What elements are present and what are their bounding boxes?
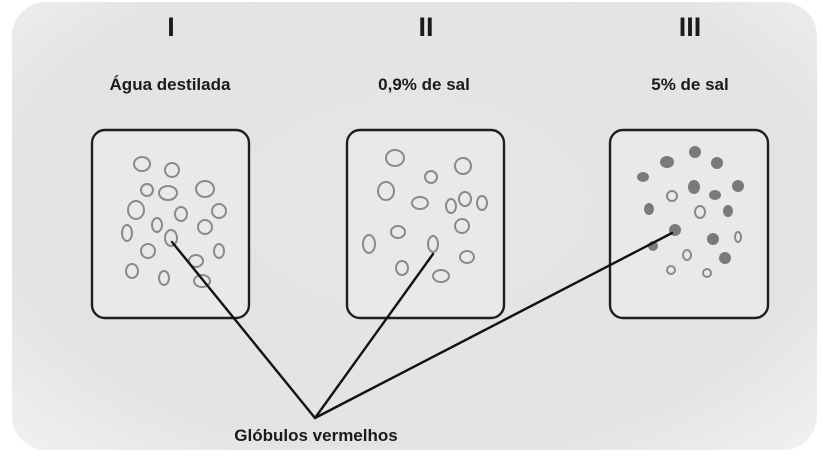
cell-outline — [445, 198, 457, 214]
cell-shrunken — [644, 203, 654, 215]
cell-outline — [193, 274, 211, 288]
cell-outline — [197, 219, 213, 235]
container-5-percent-salt — [608, 128, 770, 320]
cell-shrunken — [688, 180, 700, 194]
pointer-lines — [170, 231, 674, 420]
column-numeral-1: I — [167, 12, 175, 42]
cell-outline — [390, 225, 406, 239]
cell-outline — [454, 218, 470, 234]
cell-outline — [133, 156, 151, 172]
cell-shrunken — [723, 205, 733, 217]
column-label-2: 0,9% de sal — [378, 75, 470, 94]
cell-outline — [213, 243, 225, 259]
cell-outline — [395, 260, 409, 276]
cell-outline — [459, 250, 475, 264]
column-label-3: 5% de sal — [651, 75, 729, 94]
cell-outline — [195, 180, 215, 198]
pointer-line-3 — [313, 231, 674, 420]
cell-outline — [411, 196, 429, 210]
cell-shrunken — [709, 190, 721, 200]
cell-shrunken — [707, 233, 719, 245]
cell-outline — [666, 190, 678, 202]
cell-outline — [158, 270, 170, 286]
cell-outline — [666, 265, 676, 275]
column-numeral-3: III — [679, 12, 702, 42]
cell-outline — [164, 162, 180, 178]
cell-outline — [432, 269, 450, 283]
cell-outline — [164, 229, 178, 247]
cell-outline — [476, 195, 488, 211]
cell-outline — [140, 183, 154, 197]
column-numeral-2: II — [418, 12, 433, 42]
pointer-line-1 — [170, 240, 317, 420]
cell-outline — [158, 185, 178, 201]
cell-outline — [702, 268, 712, 278]
container-0-9-percent-salt — [345, 128, 506, 320]
cells-5-percent-salt — [637, 146, 744, 278]
cell-outline — [454, 157, 472, 175]
cells-0-9-percent-salt — [362, 149, 488, 283]
column-label-1: Água destilada — [110, 75, 231, 94]
cell-outline — [140, 243, 156, 259]
cell-outline — [211, 203, 227, 219]
cell-shrunken — [711, 157, 723, 169]
cell-shrunken — [732, 180, 744, 192]
cell-outline — [427, 235, 439, 253]
cell-shrunken — [689, 146, 701, 158]
cell-shrunken — [719, 252, 731, 264]
cell-outline — [127, 200, 145, 220]
cell-outline — [734, 231, 742, 243]
cell-outline — [151, 217, 163, 233]
cell-outline — [424, 170, 438, 184]
container-distilled-water — [90, 128, 251, 320]
cell-outline — [694, 205, 706, 219]
cell-outline — [362, 234, 376, 254]
pointer-line-2 — [313, 252, 435, 420]
diagram-caption: Glóbulos vermelhos — [234, 426, 397, 445]
cell-outline — [682, 249, 692, 261]
cell-outline — [188, 254, 204, 268]
cell-shrunken — [660, 156, 674, 168]
cell-outline — [385, 149, 405, 167]
cell-outline — [174, 206, 188, 222]
cell-outline — [125, 263, 139, 279]
cell-outline — [458, 191, 472, 207]
cell-outline — [121, 224, 133, 242]
cells-distilled-water — [121, 156, 227, 288]
cell-outline — [377, 181, 395, 201]
cell-shrunken — [637, 172, 649, 182]
